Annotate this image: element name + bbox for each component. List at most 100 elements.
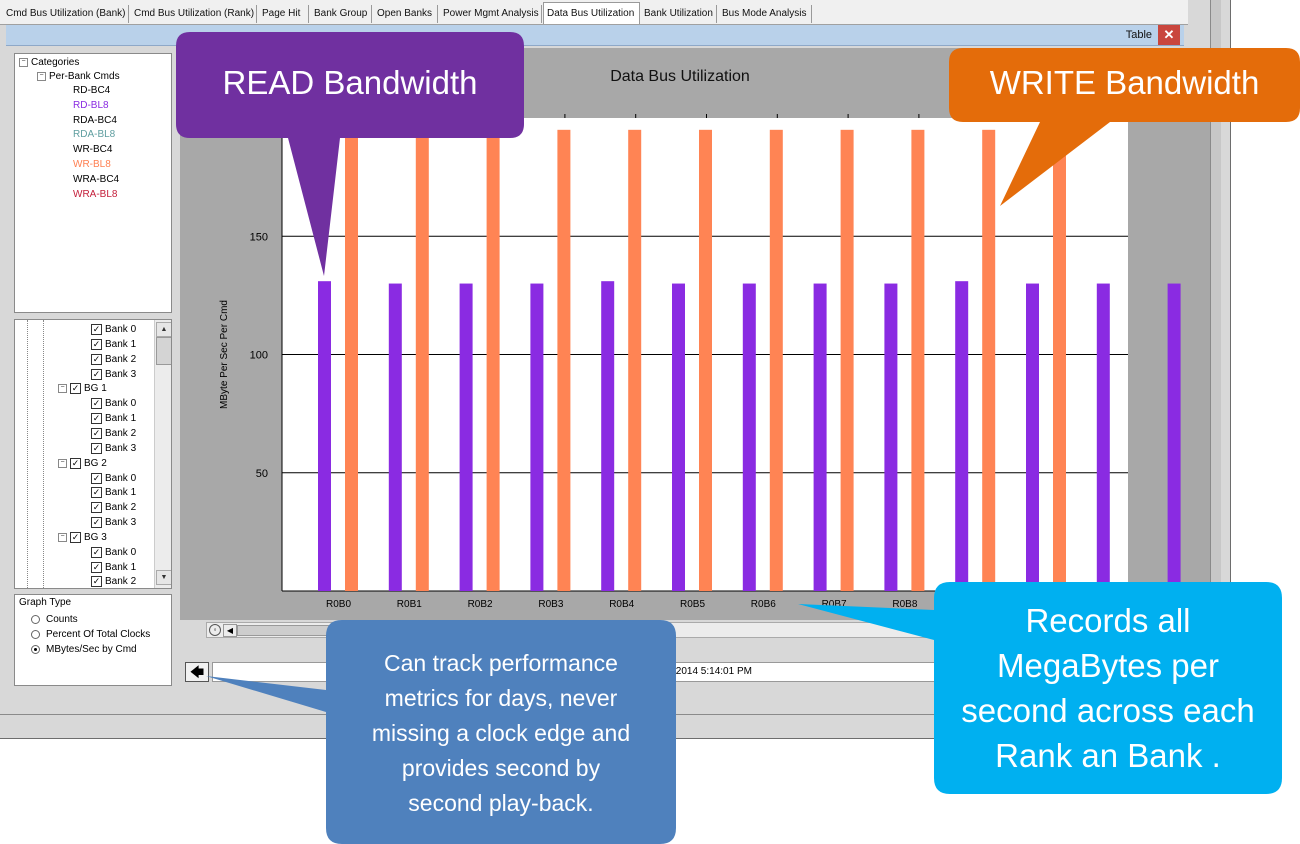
tree-guide-line <box>43 320 44 588</box>
bar-wr-bl8 <box>982 129 996 591</box>
radio-icon[interactable] <box>31 629 40 639</box>
collapse-icon[interactable]: − <box>37 71 46 81</box>
callout-line: Can track performance <box>384 650 618 676</box>
category-item-rd-bc4[interactable]: RD-BC4 <box>73 85 111 96</box>
tree-node-label: Categories <box>31 57 80 68</box>
category-item-rda-bc4[interactable]: RDA-BC4 <box>73 114 117 126</box>
tree-node-bank[interactable]: ✓Bank 1 <box>91 338 137 351</box>
scroll-down-icon[interactable]: ▼ <box>156 570 171 585</box>
tab-page-hit[interactable]: Page Hit <box>259 5 309 23</box>
checkbox-checked-icon[interactable]: ✓ <box>91 413 102 425</box>
option-label: MBytes/Sec by Cmd <box>46 644 137 655</box>
checkbox-checked-icon[interactable]: ✓ <box>91 338 102 350</box>
tab-open-banks[interactable]: Open Banks <box>374 5 438 23</box>
radio-icon[interactable] <box>31 614 40 624</box>
checkbox-checked-icon[interactable]: ✓ <box>91 353 102 365</box>
tree-node-label: Bank 0 <box>105 324 137 336</box>
bar-rd-bl8 <box>601 281 615 591</box>
checkbox-checked-icon[interactable]: ✓ <box>91 324 102 335</box>
tree-node-bank-group[interactable]: −✓BG 1 <box>58 383 107 395</box>
bar-rd-bl8 <box>318 281 331 591</box>
tree-node-bank[interactable]: ✓Bank 3 <box>91 517 136 529</box>
tree-node-bank[interactable]: ✓Bank 1 <box>91 561 136 574</box>
scroll-thumb[interactable] <box>156 337 171 365</box>
tree-node-bank[interactable]: ✓Bank 2 <box>91 576 136 588</box>
tree-node-per-bank-cmds[interactable]: −Per-Bank Cmds <box>37 71 120 83</box>
tree-node-bank[interactable]: ✓Bank 1 <box>91 413 136 425</box>
radio-icon[interactable] <box>31 644 40 654</box>
collapse-icon[interactable]: − <box>58 458 67 468</box>
checkbox-checked-icon[interactable]: ✓ <box>91 576 102 588</box>
tree-node-label: Bank 2 <box>105 502 137 514</box>
tree-node-bank[interactable]: ✓Bank 2 <box>91 502 136 514</box>
tab-power-mgmt-analysis[interactable]: Power Mgmt Analysis <box>440 5 542 23</box>
collapse-icon[interactable]: − <box>58 532 67 542</box>
checkbox-checked-icon[interactable]: ✓ <box>91 398 102 410</box>
checkbox-checked-icon[interactable]: ✓ <box>91 427 102 439</box>
tree-node-bank[interactable]: ✓Bank 3 <box>91 368 136 381</box>
tree-node-label: Bank 1 <box>105 413 137 425</box>
tree-node-bank[interactable]: ✓Bank 3 <box>91 442 137 455</box>
checkbox-checked-icon[interactable]: ✓ <box>91 442 102 454</box>
tab-cmd-bus-utilization-rank[interactable]: Cmd Bus Utilization (Rank) <box>131 5 257 23</box>
tree-node-label: Bank 3 <box>105 442 137 454</box>
x-tick-label: R0B8 <box>892 599 917 610</box>
bar-rd-bl8 <box>459 283 473 591</box>
checkbox-checked-icon[interactable]: ✓ <box>70 531 81 543</box>
scroll-up-icon[interactable]: ▲ <box>156 322 171 337</box>
tab-data-bus-utilization[interactable]: Data Bus Utilization <box>543 2 640 24</box>
close-button[interactable]: ✕ <box>1158 25 1180 45</box>
category-item-wr-bc4[interactable]: WR-BC4 <box>73 144 113 156</box>
bar-rd-bl8 <box>530 283 544 591</box>
tab-bus-mode-analysis[interactable]: Bus Mode Analysis <box>719 5 812 23</box>
tree-node-label: Bank 1 <box>105 338 137 350</box>
tree-node-bank-group[interactable]: −✓BG 2 <box>58 457 107 470</box>
bar-wr-bl8 <box>415 129 429 591</box>
records-callout-shape <box>798 582 1282 794</box>
category-item-rda-bl8[interactable]: RDA-BL8 <box>73 129 116 141</box>
checkbox-checked-icon[interactable]: ✓ <box>91 487 102 499</box>
checkbox-checked-icon[interactable]: ✓ <box>91 546 102 558</box>
checkbox-checked-icon[interactable]: ✓ <box>70 457 81 469</box>
tree-node-bank[interactable]: ✓Bank 0 <box>91 324 136 336</box>
collapse-icon[interactable]: − <box>19 57 28 67</box>
scroll-reset-icon[interactable]: ◦ <box>209 624 221 636</box>
table-button[interactable]: Table <box>1125 29 1152 41</box>
checkbox-checked-icon[interactable]: ✓ <box>91 502 102 514</box>
checkbox-checked-icon[interactable]: ✓ <box>91 561 102 573</box>
scroll-left-icon[interactable]: ◀ <box>223 624 237 637</box>
tree-node-bank[interactable]: ✓Bank 0 <box>91 398 136 410</box>
collapse-icon[interactable]: − <box>58 384 67 394</box>
category-item-wra-bc4[interactable]: WRA-BC4 <box>73 173 120 185</box>
tree-node-bank[interactable]: ✓Bank 2 <box>91 427 136 440</box>
back-button[interactable]: 🡄 <box>185 662 209 682</box>
tab-bank-utilization[interactable]: Bank Utilization <box>641 5 717 23</box>
checkbox-checked-icon[interactable]: ✓ <box>91 517 102 529</box>
graph-type-option[interactable]: Counts <box>31 614 78 626</box>
tree-node-bank[interactable]: ✓Bank 0 <box>91 472 136 485</box>
tree-node-bank[interactable]: ✓Bank 1 <box>91 487 136 499</box>
graph-type-option[interactable]: Percent Of Total Clocks <box>31 629 150 641</box>
category-item-rd-bl8[interactable]: RD-BL8 <box>73 99 109 111</box>
bar-wr-bl8 <box>628 129 642 591</box>
x-tick-label: R0B7 <box>822 599 847 610</box>
checkbox-checked-icon[interactable]: ✓ <box>91 368 102 380</box>
category-item-wr-bl8[interactable]: WR-BL8 <box>73 159 111 170</box>
callout-line: second play-back. <box>408 790 594 816</box>
tree-node-bank[interactable]: ✓Bank 2 <box>91 353 136 366</box>
write-callout-shape <box>949 48 1300 206</box>
callout-line: second across each <box>961 692 1255 729</box>
tab-bank-group[interactable]: Bank Group <box>311 5 372 23</box>
tab-cmd-bus-utilization-bank[interactable]: Cmd Bus Utilization (Bank) <box>3 5 129 23</box>
bank-tree-scrollbar[interactable]: ▲ ▼ <box>154 320 171 588</box>
tree-guide-line <box>27 320 28 588</box>
tree-node-bank[interactable]: ✓Bank 0 <box>91 546 136 559</box>
checkbox-checked-icon[interactable]: ✓ <box>70 383 81 395</box>
category-item-wra-bl8[interactable]: WRA-BL8 <box>73 188 118 200</box>
tree-node-bank-group[interactable]: −✓BG 3 <box>58 531 107 544</box>
tree-node-categories[interactable]: −Categories <box>19 57 79 69</box>
graph-type-option[interactable]: MBytes/Sec by Cmd <box>31 644 137 656</box>
checkbox-checked-icon[interactable]: ✓ <box>91 472 102 484</box>
